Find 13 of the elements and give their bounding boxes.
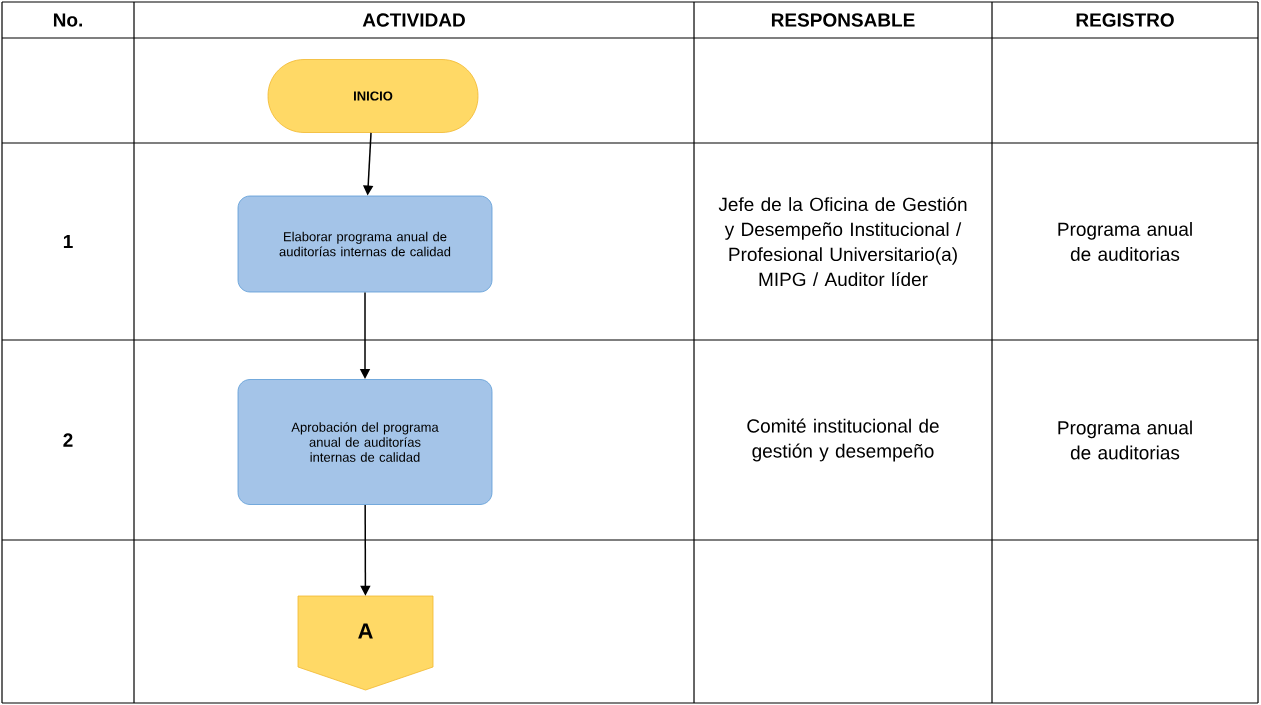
number-cell: 1 (63, 235, 73, 249)
off-page-connector: A (297, 595, 434, 691)
table-cell: Comité institucional de gestión y desempeño (747, 418, 939, 462)
number-cell: 2 (63, 433, 73, 447)
process-box: Elaborar programa anual de auditorías internas de calidad (237, 195, 493, 293)
table-cell: Programa anual de auditorias (1058, 222, 1192, 261)
header-cell: ACTIVIDAD (362, 13, 465, 27)
header-cell: RESPONSABLE (771, 13, 915, 27)
process-box: Aprobación del programa anual de auditorías internas de calidad (237, 379, 493, 505)
header-cell: REGISTRO (1076, 13, 1174, 27)
table-cell: Programa anual de auditorias (1058, 420, 1192, 460)
header-cell: No. (53, 13, 82, 27)
table-cell: Jefe de la Oficina de Gestión y Desempeño Institucional / Profesional Universitario(a) MIPG / Auditor líder (718, 196, 967, 287)
